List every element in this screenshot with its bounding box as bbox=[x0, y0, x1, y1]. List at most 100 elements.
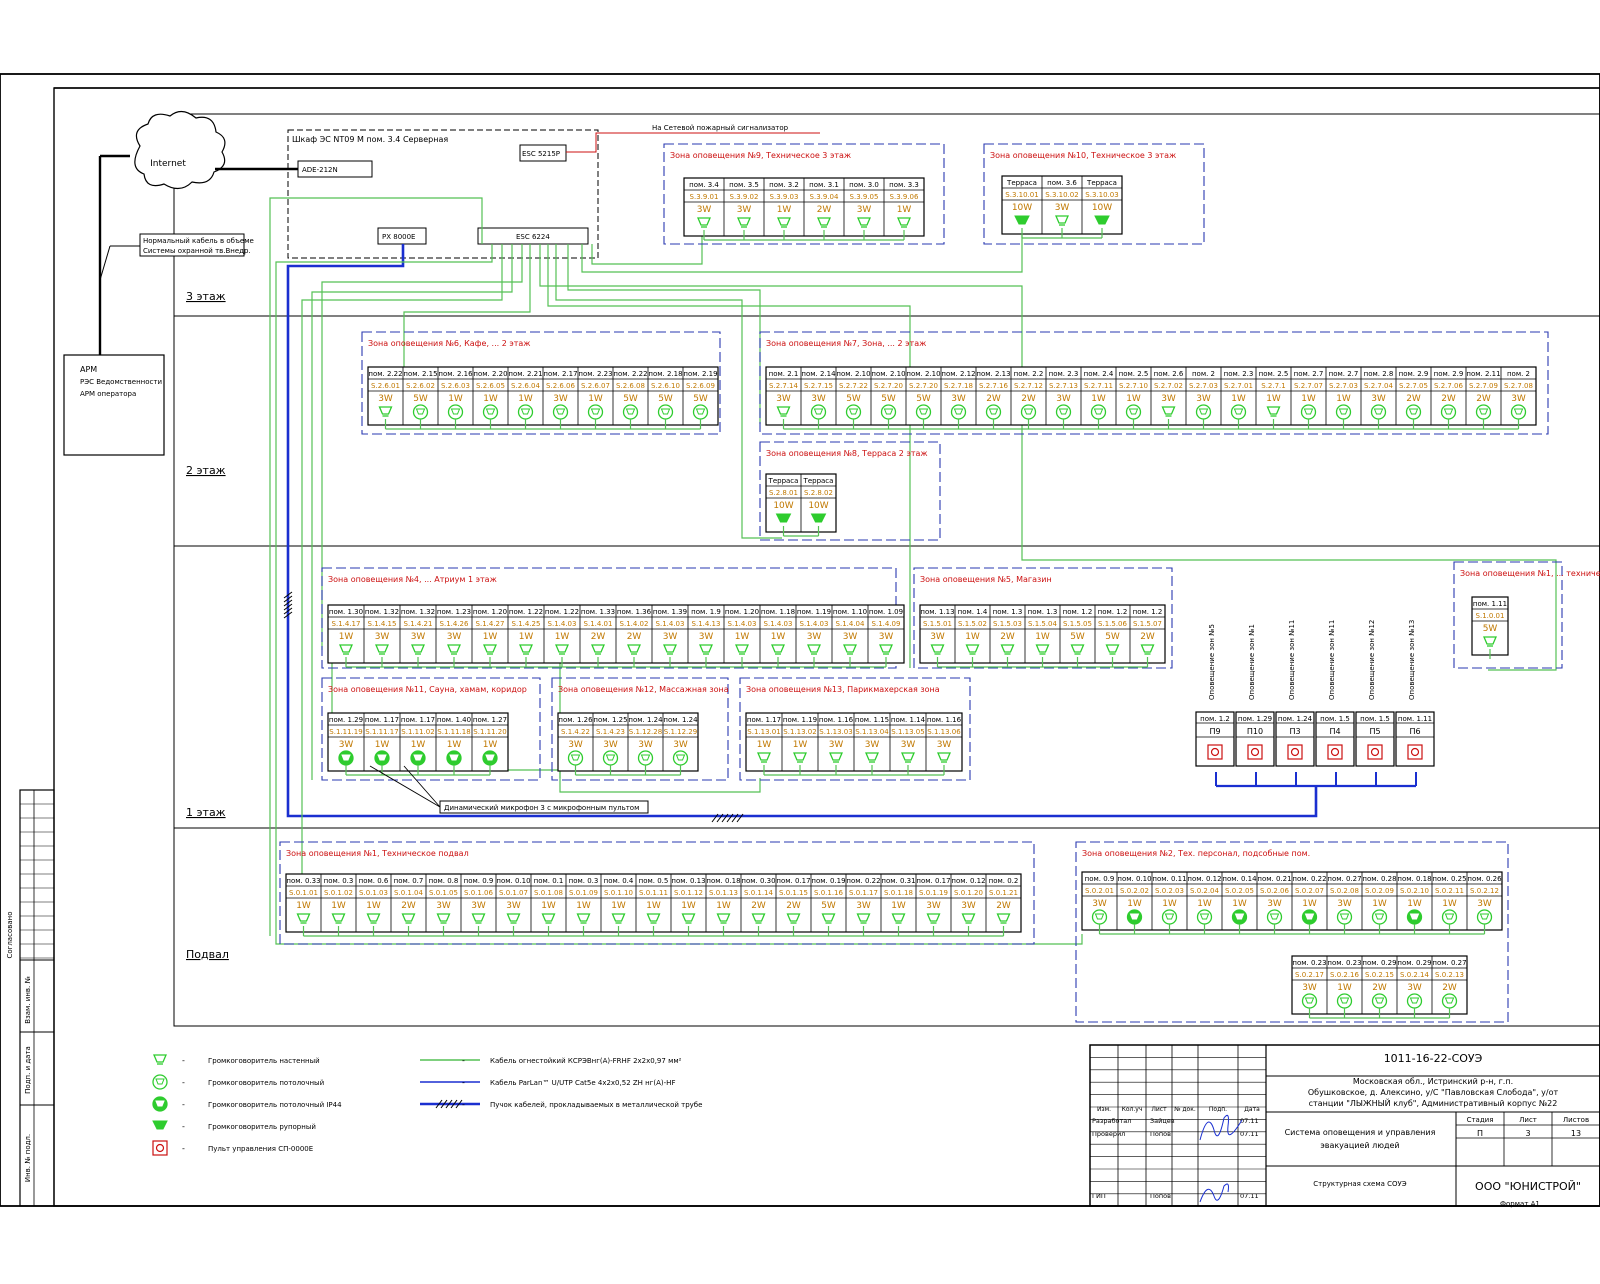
ceiling-speaker-cone bbox=[1129, 913, 1140, 920]
speaker-power: 1W bbox=[897, 205, 912, 215]
room-label: пом. 0.1 bbox=[534, 877, 564, 885]
ceiling-speaker-cone bbox=[520, 408, 531, 415]
speaker-power: 3W bbox=[1092, 899, 1107, 909]
ceiling-speaker-cone bbox=[590, 408, 601, 415]
console-room: пом. 1.5 bbox=[1360, 715, 1390, 723]
speaker-horn bbox=[1014, 215, 1030, 225]
floor-label: 3 этаж bbox=[186, 290, 226, 303]
speaker-wall bbox=[930, 644, 945, 655]
ceiling-speaker-cone bbox=[341, 754, 351, 761]
vx-label: ESC 6224 bbox=[516, 233, 550, 241]
speaker-id: S.1.4.13 bbox=[692, 620, 721, 628]
speaker-id: S.2.7.1 bbox=[1261, 382, 1285, 390]
speaker-id: S.3.10.02 bbox=[1045, 191, 1078, 199]
room-label: пом. 2.21 bbox=[508, 370, 542, 378]
console-zone-label: Оповещение зон №13 bbox=[1408, 620, 1416, 700]
console-frame bbox=[1235, 711, 1275, 767]
bundle-hatch bbox=[716, 813, 724, 823]
ceiling-speaker-cone bbox=[1023, 408, 1034, 415]
speaker-id: S.1.5.03 bbox=[993, 620, 1022, 628]
ceiling-speaker-cone bbox=[155, 1078, 165, 1085]
room-label: пом. 1.17 bbox=[747, 716, 781, 724]
role: ГИП bbox=[1092, 1192, 1106, 1200]
control-console-dot bbox=[1410, 747, 1420, 757]
room-label: пом. 0.19 bbox=[811, 877, 845, 885]
ceiling-speaker-cone bbox=[660, 408, 671, 415]
speaker-power: 1W bbox=[1197, 899, 1212, 909]
room-label: пом. 3.1 bbox=[809, 181, 839, 189]
room-label: пом. 2.1 bbox=[769, 370, 799, 378]
room-label: пом. 1.20 bbox=[725, 608, 759, 616]
control-console-dot bbox=[1210, 747, 1220, 757]
room-label: пом. 0.5 bbox=[639, 877, 669, 885]
room-label: пом. 0.18 bbox=[706, 877, 740, 885]
address-line: Московская обл., Истринский р-н, г.п. bbox=[1353, 1077, 1513, 1086]
room-label: пом. 3.0 bbox=[849, 181, 879, 189]
speaker-id: S.0.1.12 bbox=[674, 889, 703, 897]
ceiling-speaker-cone bbox=[1374, 997, 1385, 1004]
speaker-wall bbox=[591, 644, 605, 655]
ceiling-speaker-cone bbox=[848, 408, 859, 415]
speaker-id: S.1.5.04 bbox=[1028, 620, 1057, 628]
speaker-id: S.1.13.01 bbox=[747, 728, 780, 736]
speaker-power: 1W bbox=[541, 901, 556, 911]
speaker-ceil44 bbox=[1126, 909, 1143, 925]
speaker-group-frame bbox=[1291, 955, 1468, 1015]
room-label: пом. 0.29 bbox=[1362, 959, 1396, 967]
speaker-id: S.0.1.07 bbox=[499, 889, 528, 897]
zone-title: Зона оповещения №4, ... Атриум 1 этаж bbox=[328, 575, 497, 584]
control-console-dot bbox=[1330, 747, 1340, 757]
room-label: пом. 0.27 bbox=[1327, 875, 1361, 883]
speaker-wall bbox=[1483, 636, 1497, 647]
ceiling-speaker-cone bbox=[1408, 408, 1419, 415]
console-frame bbox=[1355, 711, 1395, 767]
sheet-value: 3 bbox=[1525, 1129, 1530, 1138]
fire-alarm-label: На Сетевой пожарный сигнализатор bbox=[652, 124, 789, 132]
wall-speaker-icon bbox=[777, 217, 791, 226]
speaker-power: 3W bbox=[1477, 899, 1492, 909]
ceiling-speaker-cone bbox=[883, 408, 894, 415]
room-label: пом. 2.7 bbox=[1294, 370, 1324, 378]
speaker-wall bbox=[757, 752, 771, 763]
speaker-power: 1W bbox=[519, 632, 534, 642]
speaker-id: S.2.7.08 bbox=[1504, 382, 1533, 390]
speaker-power: 5W bbox=[1483, 624, 1498, 634]
room-label: пом. 2.7 bbox=[1329, 370, 1359, 378]
speaker-wall bbox=[735, 644, 749, 655]
console-zone-label: Оповещение зон №12 bbox=[1368, 620, 1376, 700]
bundle-hatch bbox=[283, 603, 293, 611]
room-label: пом. 2.10 bbox=[836, 370, 870, 378]
room-label: пом. 1.11 bbox=[1473, 600, 1507, 608]
speaker-id: S.2.6.09 bbox=[686, 382, 715, 390]
bundle-hatch bbox=[711, 813, 719, 823]
speaker-power: 3W bbox=[737, 205, 752, 215]
speaker-power: 5W bbox=[693, 394, 708, 404]
wall-speaker-icon bbox=[1161, 406, 1176, 415]
room-label: Терраса bbox=[1006, 179, 1037, 187]
col-heading: Кол.уч bbox=[1122, 1106, 1143, 1113]
speaker-wall bbox=[411, 644, 425, 655]
date: 07.11 bbox=[1240, 1117, 1259, 1125]
horn-speaker-icon bbox=[152, 1120, 168, 1130]
ceiling-speaker-cone bbox=[155, 1100, 165, 1107]
room-label: пом. 2.23 bbox=[578, 370, 612, 378]
room-label: пом. 1.24 bbox=[628, 716, 663, 724]
floors-frame bbox=[173, 113, 1600, 1027]
speaker-id: S.2.7.07 bbox=[1294, 382, 1323, 390]
wall-speaker-icon bbox=[153, 1054, 167, 1063]
wall-speaker-icon bbox=[757, 752, 771, 761]
bundle-hatch bbox=[283, 591, 293, 599]
wall-speaker-icon bbox=[296, 913, 311, 922]
speaker-wall bbox=[375, 644, 389, 655]
legend-text: Кабель ParLan™ U/UTP Cat5e 4х2х0,52 ZH н… bbox=[490, 1079, 675, 1087]
speaker-id: S.0.1.16 bbox=[814, 889, 843, 897]
ceiling-speaker-cone bbox=[1443, 408, 1454, 415]
wall-speaker-icon bbox=[1105, 644, 1120, 653]
room-label: пом. 0.25 bbox=[1432, 875, 1466, 883]
speaker-wall bbox=[751, 913, 766, 924]
speaker-id: S.2.6.06 bbox=[546, 382, 575, 390]
wall-speaker-icon bbox=[771, 644, 785, 653]
wall-speaker-icon bbox=[751, 913, 766, 922]
sidebar-inventory: Инв. № подл. bbox=[24, 1134, 32, 1182]
